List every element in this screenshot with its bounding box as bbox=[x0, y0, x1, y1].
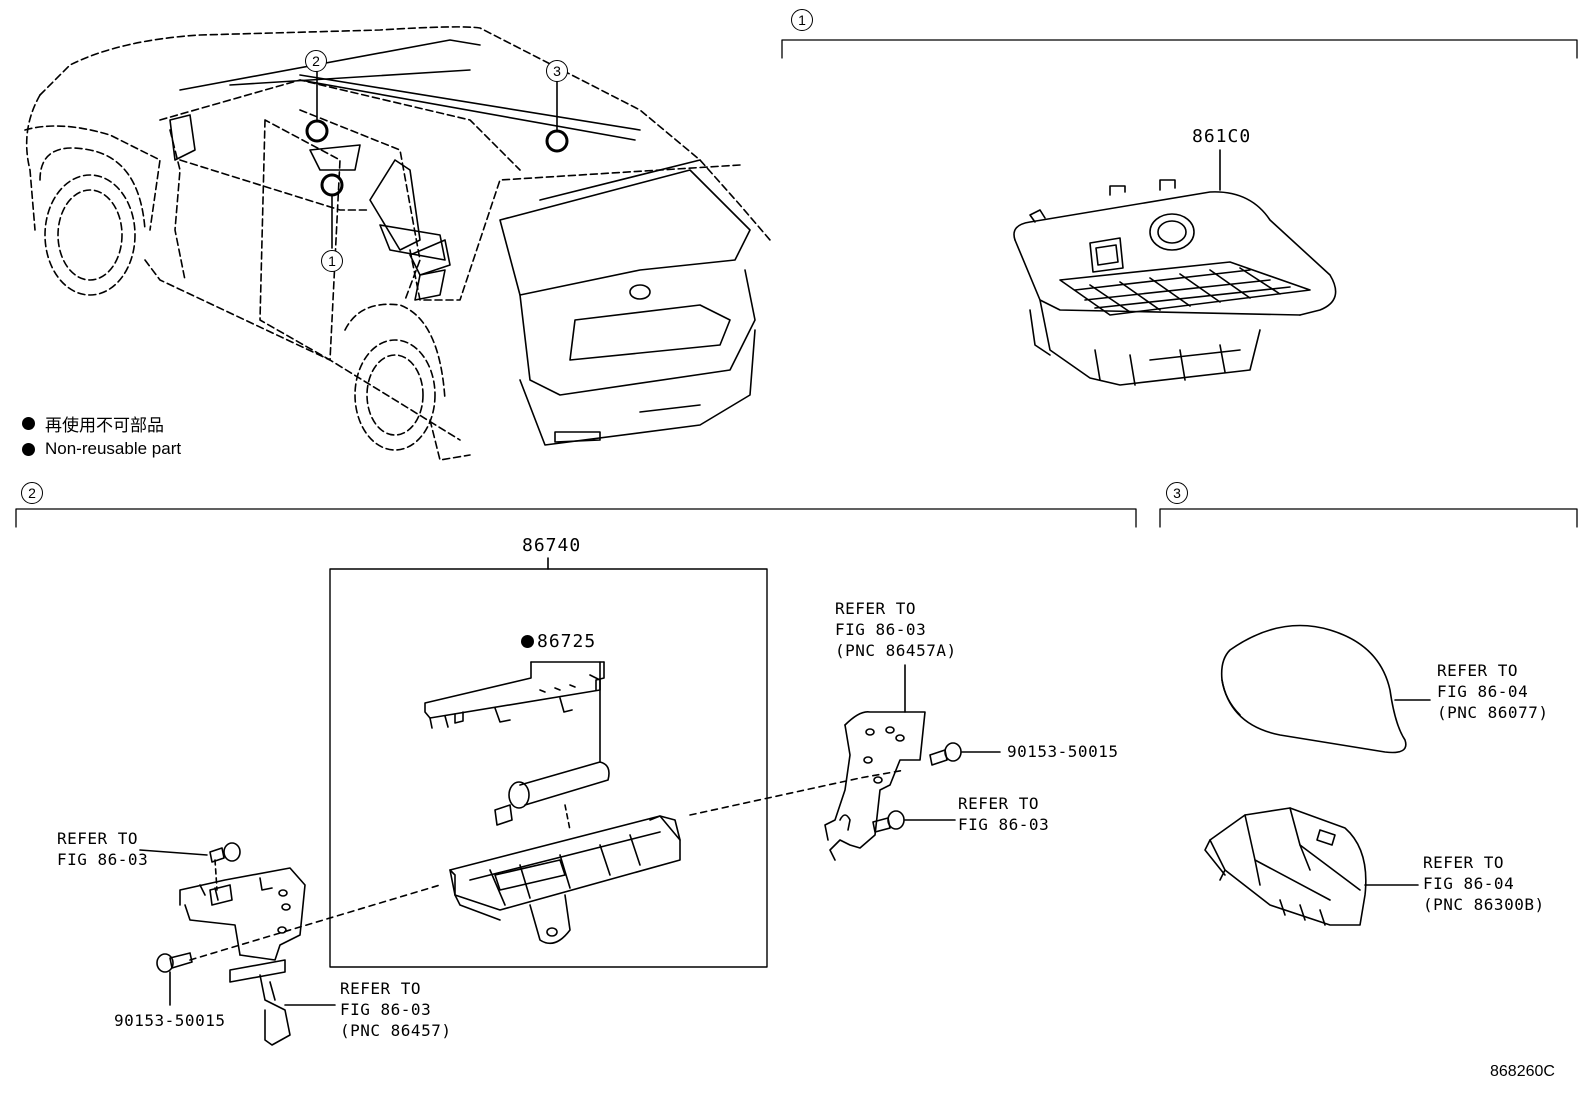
callout-2-vehicle: 2 bbox=[305, 50, 327, 72]
non-reusable-dot-icon bbox=[22, 416, 35, 430]
ref-line: (PNC 86300B) bbox=[1423, 895, 1545, 914]
ref-line: FIG 86-03 bbox=[340, 1000, 432, 1019]
part-86725-label: 86725 bbox=[521, 631, 596, 652]
ref-line: REFER TO bbox=[958, 794, 1040, 813]
ref-mid-bolt: REFER TO FIG 86-03 bbox=[958, 793, 1049, 835]
alignment-line bbox=[189, 769, 906, 961]
ref-line: REFER TO bbox=[1423, 853, 1505, 872]
section-3-cover-illustration bbox=[1220, 624, 1431, 754]
part-number-bolt-left: 90153-50015 bbox=[114, 1011, 226, 1030]
legend-row-jp: 再使用不可部品 bbox=[22, 410, 181, 436]
legend-row-en: Non-reusable part bbox=[22, 436, 181, 462]
part-number-861c0: 861C0 bbox=[1192, 126, 1252, 147]
ref-line: REFER TO bbox=[835, 599, 917, 618]
callout-3-vehicle: 3 bbox=[546, 60, 568, 82]
ref-right-top: REFER TO FIG 86-04 (PNC 86077) bbox=[1437, 660, 1548, 723]
ref-line: FIG 86-04 bbox=[1437, 682, 1529, 701]
part-number-bolt-right: 90153-50015 bbox=[1007, 742, 1119, 761]
legend-en-text: Non-reusable part bbox=[45, 439, 182, 458]
section-3-module-illustration bbox=[1204, 807, 1419, 926]
illustration-code: 868260C bbox=[1490, 1063, 1555, 1080]
callout-1-vehicle: 1 bbox=[321, 250, 343, 272]
vehicle-illustration bbox=[24, 26, 771, 461]
part-86740-module-illustration bbox=[449, 815, 681, 945]
ref-line: REFER TO bbox=[1437, 661, 1519, 680]
legend: 再使用不可部品 Non-reusable part bbox=[22, 410, 181, 462]
part-number-86725: 86725 bbox=[537, 631, 597, 652]
ref-line: FIG 86-03 bbox=[57, 850, 149, 869]
ref-line: (PNC 86077) bbox=[1437, 703, 1549, 722]
ref-line: FIG 86-03 bbox=[835, 620, 927, 639]
part-861c0-illustration bbox=[1013, 149, 1337, 386]
left-bracket-illustration bbox=[139, 842, 336, 1046]
ref-line: FIG 86-03 bbox=[958, 815, 1050, 834]
part-number-86740: 86740 bbox=[522, 535, 582, 556]
ref-left-bottom: REFER TO FIG 86-03 (PNC 86457) bbox=[340, 978, 451, 1041]
ref-line: FIG 86-04 bbox=[1423, 874, 1515, 893]
part-86725-bracket-illustration bbox=[424, 661, 610, 831]
assembly-box-86740 bbox=[329, 568, 768, 968]
ref-right-bottom: REFER TO FIG 86-04 (PNC 86300B) bbox=[1423, 852, 1545, 915]
non-reusable-dot-icon bbox=[521, 635, 534, 648]
section-1-callout: 1 bbox=[791, 9, 813, 31]
ref-line: REFER TO bbox=[340, 979, 422, 998]
non-reusable-dot-icon bbox=[22, 442, 35, 456]
ref-line: (PNC 86457A) bbox=[835, 641, 957, 660]
ref-mid-top: REFER TO FIG 86-03 (PNC 86457A) bbox=[835, 598, 957, 661]
section-3-callout: 3 bbox=[1166, 482, 1188, 504]
section-2-callout: 2 bbox=[21, 482, 43, 504]
ref-line: REFER TO bbox=[57, 829, 139, 848]
middle-bracket-illustration bbox=[824, 664, 1001, 861]
legend-jp-text: 再使用不可部品 bbox=[45, 415, 164, 435]
ref-line: (PNC 86457) bbox=[340, 1021, 452, 1040]
section-brackets bbox=[15, 39, 1578, 528]
ref-left-top: REFER TO FIG 86-03 bbox=[57, 828, 148, 870]
